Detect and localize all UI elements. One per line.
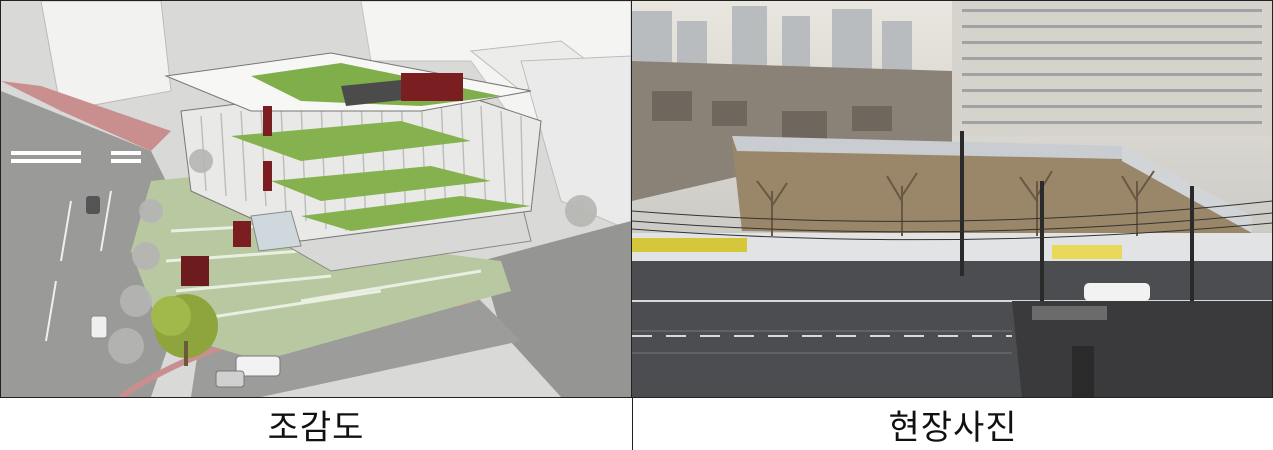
site-photo-drawing bbox=[632, 1, 1272, 397]
aerial-rendering-image bbox=[0, 0, 632, 398]
caption-site-photo: 현장사진 bbox=[888, 407, 1018, 448]
site-photo-image bbox=[632, 0, 1273, 398]
caption-aerial-view: 조감도 bbox=[267, 407, 365, 448]
caption-divider bbox=[632, 398, 633, 450]
aerial-rendering-drawing bbox=[1, 1, 631, 397]
